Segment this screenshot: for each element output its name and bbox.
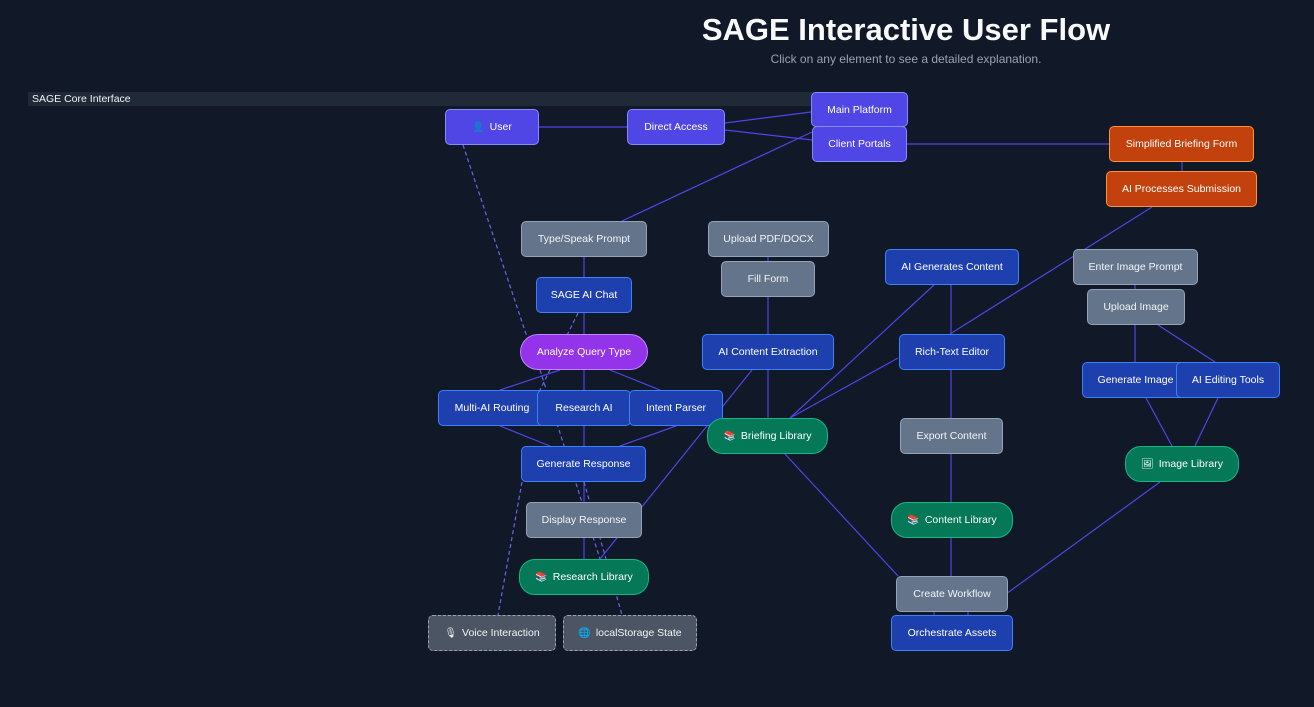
node-generate-response[interactable]: Generate Response bbox=[521, 446, 646, 482]
node-label: AI Editing Tools bbox=[1191, 374, 1265, 386]
page-title: SAGE Interactive User Flow bbox=[701, 12, 1111, 47]
node-label: Enter Image Prompt bbox=[1088, 261, 1183, 273]
dashed-edge bbox=[462, 144, 529, 341]
node-label: Content Library bbox=[924, 514, 997, 526]
framed-picture-icon: 🖼 bbox=[1141, 458, 1154, 470]
node-voice-interaction[interactable]: 🎙 Voice Interaction bbox=[428, 615, 556, 651]
flow-edge bbox=[789, 357, 899, 419]
flow-edge bbox=[949, 206, 1153, 335]
node-label: Simplified Briefing Form bbox=[1125, 138, 1238, 150]
node-fill-form[interactable]: Fill Form bbox=[721, 261, 815, 297]
books-icon: 📚 bbox=[907, 514, 920, 526]
node-upload-image[interactable]: Upload Image bbox=[1087, 289, 1185, 325]
node-orchestrate-assets[interactable]: Orchestrate Assets bbox=[891, 615, 1013, 651]
node-ai-processes-submission[interactable]: AI Processes Submission bbox=[1106, 171, 1257, 207]
subgraph-label: SAGE Core Interface bbox=[32, 93, 131, 105]
node-client-portals[interactable]: Client Portals bbox=[812, 126, 907, 162]
flow-edge bbox=[784, 453, 899, 577]
node-generate-image[interactable]: Generate Image bbox=[1082, 362, 1189, 398]
node-label: Upload Image bbox=[1103, 301, 1169, 313]
flow-edge bbox=[609, 369, 661, 391]
node-multi-ai-routing[interactable]: Multi-AI Routing bbox=[438, 390, 546, 426]
node-export-content[interactable]: Export Content bbox=[900, 418, 1003, 454]
node-research-library[interactable]: 📚 Research Library bbox=[519, 559, 649, 595]
flow-edge bbox=[1005, 481, 1161, 595]
node-ai-content-extraction[interactable]: AI Content Extraction bbox=[702, 334, 834, 370]
globe-icon: 🌐 bbox=[578, 627, 591, 639]
node-label: Display Response bbox=[541, 514, 627, 526]
node-localstorage-state[interactable]: 🌐 localStorage State bbox=[563, 615, 697, 651]
node-label: SAGE AI Chat bbox=[550, 289, 618, 301]
node-label: Rich-Text Editor bbox=[914, 346, 990, 358]
page-subtitle: Click on any element to see a detailed e… bbox=[770, 52, 1042, 66]
microphone-icon: 🎙 bbox=[444, 627, 458, 639]
node-label: Voice Interaction bbox=[462, 627, 540, 639]
node-rich-text-editor[interactable]: Rich-Text Editor bbox=[899, 334, 1005, 370]
node-label: Export Content bbox=[916, 430, 987, 442]
node-label: Generate Response bbox=[536, 458, 631, 470]
flow-edge bbox=[499, 369, 561, 391]
node-label: Briefing Library bbox=[740, 430, 812, 442]
node-display-response[interactable]: Display Response bbox=[526, 502, 642, 538]
flow-edge bbox=[621, 131, 813, 222]
user-icon: 👤 bbox=[472, 121, 485, 133]
node-label: Analyze Query Type bbox=[536, 346, 632, 358]
node-research-ai[interactable]: Research AI bbox=[537, 390, 631, 426]
flow-edge bbox=[724, 111, 812, 124]
node-content-library[interactable]: 📚 Content Library bbox=[891, 502, 1013, 538]
node-label: Generate Image bbox=[1097, 374, 1174, 386]
node-label: User bbox=[489, 121, 512, 133]
subgraph-header bbox=[28, 92, 890, 106]
node-upload-pdf-docx[interactable]: Upload PDF/DOCX bbox=[708, 221, 829, 257]
node-intent-parser[interactable]: Intent Parser bbox=[629, 390, 723, 426]
node-ai-generates-content[interactable]: AI Generates Content bbox=[885, 249, 1019, 285]
node-label: Direct Access bbox=[644, 121, 708, 133]
node-label: Multi-AI Routing bbox=[454, 402, 530, 414]
node-label: Intent Parser bbox=[645, 402, 707, 414]
node-label: Client Portals bbox=[828, 138, 891, 150]
node-enter-image-prompt[interactable]: Enter Image Prompt bbox=[1073, 249, 1198, 285]
node-analyze-query-type[interactable]: Analyze Query Type bbox=[520, 334, 648, 370]
node-type-speak-prompt[interactable]: Type/Speak Prompt bbox=[521, 221, 647, 257]
node-label: AI Processes Submission bbox=[1121, 183, 1242, 195]
flow-edge bbox=[789, 284, 935, 419]
node-create-workflow[interactable]: Create Workflow bbox=[896, 576, 1008, 612]
node-image-library[interactable]: 🖼 Image Library bbox=[1125, 446, 1239, 482]
flow-edge bbox=[1157, 324, 1216, 363]
flow-edge bbox=[499, 425, 551, 447]
node-label: Image Library bbox=[1158, 458, 1223, 470]
node-label: Research Library bbox=[552, 571, 633, 583]
node-label: Research AI bbox=[555, 402, 613, 414]
flow-edge bbox=[1145, 397, 1173, 447]
dashed-edge bbox=[497, 481, 523, 616]
books-icon: 📚 bbox=[535, 571, 548, 583]
node-simplified-briefing-form[interactable]: Simplified Briefing Form bbox=[1109, 126, 1254, 162]
node-direct-access[interactable]: Direct Access bbox=[627, 109, 725, 145]
node-main-platform[interactable]: Main Platform bbox=[811, 92, 908, 127]
node-label: AI Generates Content bbox=[901, 261, 1003, 273]
node-label: localStorage State bbox=[595, 627, 682, 639]
node-sage-ai-chat[interactable]: SAGE AI Chat bbox=[536, 277, 632, 313]
node-label: Create Workflow bbox=[913, 588, 991, 600]
node-label: AI Content Extraction bbox=[718, 346, 818, 358]
flow-edge bbox=[1194, 397, 1219, 447]
node-ai-editing-tools[interactable]: AI Editing Tools bbox=[1176, 362, 1280, 398]
books-icon: 📚 bbox=[723, 430, 736, 442]
node-label: Type/Speak Prompt bbox=[537, 233, 631, 245]
node-briefing-library[interactable]: 📚 Briefing Library bbox=[707, 418, 828, 454]
node-label: Main Platform bbox=[827, 103, 892, 116]
node-label: Fill Form bbox=[747, 273, 789, 285]
node-user[interactable]: 👤 User bbox=[445, 109, 539, 145]
node-label: Orchestrate Assets bbox=[907, 627, 997, 639]
flow-edge bbox=[619, 425, 677, 447]
node-label: Upload PDF/DOCX bbox=[723, 233, 814, 245]
